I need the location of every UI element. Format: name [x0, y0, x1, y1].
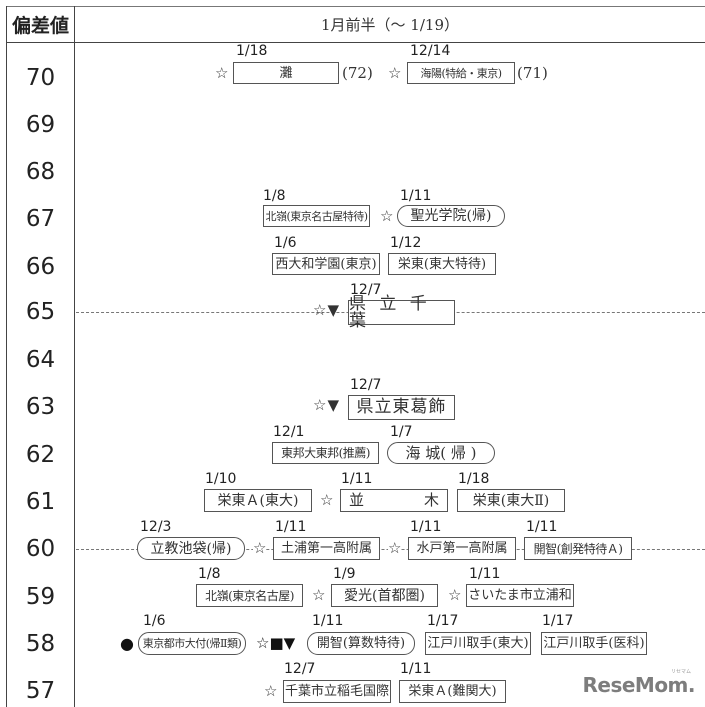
school-box-rikkyo-ikebukuro-ki[interactable]: 立教池袋(帰) [137, 537, 245, 560]
school-box-kenritsu-chiba[interactable]: 県 立 千 葉 [348, 295, 455, 329]
table-top-border [6, 6, 705, 7]
score-57: 57 [25, 678, 56, 704]
exam-date: 12/7 [350, 377, 382, 393]
school-box-kaichi-sansu-tokutai[interactable]: 開智(算数特待) [307, 632, 415, 655]
score-60: 60 [25, 536, 56, 562]
score-67: 67 [25, 206, 56, 232]
resemom-logo: ReseMom. [582, 673, 695, 697]
school-box-sakaehigashi-todai-2[interactable]: 栄東(東大Ⅱ) [457, 489, 565, 512]
star-icon: ☆ [264, 682, 278, 700]
exam-date: 1/11 [275, 519, 307, 535]
header-divider [6, 42, 705, 43]
exam-date: 1/9 [333, 566, 356, 582]
exam-date: 1/11 [312, 613, 344, 629]
school-box-toho-suisen[interactable]: 東邦大東邦(推薦) [272, 442, 379, 464]
star-icon: ☆ [388, 539, 402, 557]
score-64: 64 [25, 347, 56, 373]
score-63: 63 [25, 394, 56, 420]
school-box-kaijo-ki[interactable]: 海 城( 帰 ) [387, 442, 495, 464]
score-68: 68 [25, 159, 56, 185]
school-box-chiba-shiritsu-inage-kokusai[interactable]: 千葉市立稲毛国際 [283, 680, 391, 703]
score-69: 69 [25, 112, 56, 138]
exam-date: 1/12 [390, 235, 422, 251]
exam-date: 1/17 [542, 613, 574, 629]
star-triangle-marks: ☆▼ [313, 301, 340, 319]
star-icon: ☆ [215, 64, 229, 82]
exam-date: 12/14 [410, 43, 451, 59]
school-box-sakaehigashi-a-nankandai[interactable]: 栄東Ａ(難関大) [399, 680, 506, 703]
score-column-header: 偏差値 [11, 15, 69, 37]
exam-date: 1/11 [410, 519, 442, 535]
score-66: 66 [25, 254, 56, 280]
filled-circle-icon: ● [120, 634, 134, 653]
star-icon: ☆ [448, 586, 462, 604]
star-icon: ☆ [388, 64, 402, 82]
exam-date: 12/7 [350, 282, 382, 298]
star-icon: ☆ [380, 207, 394, 225]
exam-date: 1/11 [400, 661, 432, 677]
exam-date: 1/6 [143, 613, 166, 629]
school-box-sakaehigashi-a-todai[interactable]: 栄東Ａ(東大) [204, 489, 312, 512]
school-box-kaiyo[interactable]: 海陽(特給・東京) [407, 62, 515, 84]
school-box-aiko-shutoken[interactable]: 愛光(首都圏) [331, 584, 438, 607]
exam-date: 1/7 [390, 424, 413, 440]
table-left-border [6, 6, 7, 707]
school-box-seiko-gakuin[interactable]: 聖光学院(帰) [397, 205, 505, 227]
score-note: (72) [342, 64, 373, 82]
star-icon: ☆ [320, 491, 334, 509]
school-box-edogawa-toride-ika[interactable]: 江戸川取手(医科) [541, 632, 647, 655]
score-62: 62 [25, 442, 56, 468]
star-icon: ☆ [312, 586, 326, 604]
exam-date: 1/8 [198, 566, 221, 582]
school-box-tsuchiura-daiichi[interactable]: 土浦第一高附属 [273, 537, 380, 560]
score-note: (71) [517, 64, 548, 82]
score-61: 61 [25, 489, 56, 515]
exam-date: 1/11 [400, 188, 432, 204]
score-column-divider [74, 6, 75, 707]
exam-date: 1/10 [205, 471, 237, 487]
star-square-triangle-marks: ☆■▼ [256, 634, 296, 652]
school-box-saitama-shiritsu-urawa[interactable]: さいたま市立浦和 [466, 584, 574, 607]
school-box-hokurei-tokutai[interactable]: 北嶺(東京名古屋特待) [263, 205, 370, 227]
exam-date: 1/18 [458, 471, 490, 487]
exam-date: 1/17 [427, 613, 459, 629]
exam-date: 1/11 [526, 519, 558, 535]
period-header: 1月前半（～ 1/19） [321, 16, 459, 34]
exam-date: 12/7 [284, 661, 316, 677]
school-box-nada[interactable]: 灘 [233, 62, 339, 84]
school-box-nishiyamato[interactable]: 西大和学園(東京) [272, 253, 380, 275]
score-70: 70 [25, 65, 56, 91]
star-triangle-marks: ☆▼ [313, 396, 340, 414]
score-59: 59 [25, 584, 56, 610]
school-box-kenritsu-higashikatsushika[interactable]: 県立東葛飾 [348, 395, 455, 420]
school-box-hokurei-tokyo-nagoya[interactable]: 北嶺(東京名古屋) [196, 584, 303, 607]
school-box-edogawa-toride-todai[interactable]: 江戸川取手(東大) [425, 632, 531, 655]
school-box-sakaehigashi-todai-tokutai[interactable]: 栄東(東大特待) [388, 253, 496, 275]
score-65: 65 [25, 299, 56, 325]
logo-furigana: リセマム [670, 669, 691, 675]
exam-date: 1/6 [274, 235, 297, 251]
school-box-namiki[interactable]: 並 木 [340, 489, 448, 512]
exam-date: 1/11 [341, 471, 373, 487]
score-58: 58 [25, 631, 56, 657]
exam-date: 12/1 [273, 424, 305, 440]
school-box-tokyo-toshidai-fuzoku[interactable]: 東京都市大付(帰Ⅱ類) [138, 632, 246, 655]
exam-date: 12/3 [140, 519, 172, 535]
exam-date: 1/11 [469, 566, 501, 582]
school-box-kaichi-souhatsu[interactable]: 開智(創発特待Ａ) [524, 537, 632, 560]
school-box-mito-daiichi[interactable]: 水戸第一高附属 [408, 537, 516, 560]
exam-date: 1/18 [236, 43, 268, 59]
star-icon: ☆ [253, 539, 267, 557]
exam-date: 1/8 [263, 188, 286, 204]
